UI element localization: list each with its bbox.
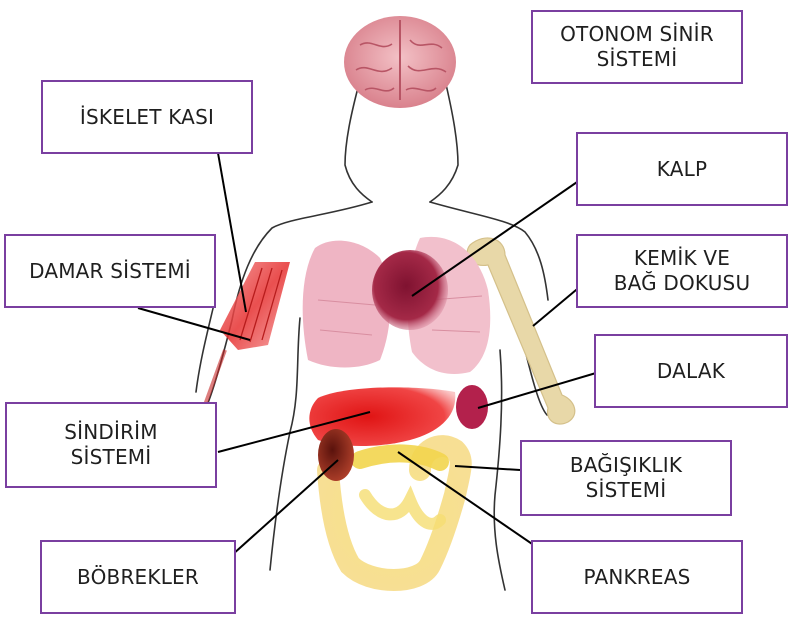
label-vascular-system-text: DAMAR SİSTEMİ — [29, 259, 191, 284]
label-vascular-system: DAMAR SİSTEMİ — [4, 234, 216, 308]
label-heart: KALP — [576, 132, 788, 206]
label-spleen: DALAK — [594, 334, 788, 408]
label-skeletal-muscle-text: İSKELET KASI — [80, 105, 214, 130]
label-kidneys: BÖBREKLER — [40, 540, 236, 614]
heart-illustration — [372, 250, 448, 330]
muscle-illustration — [205, 262, 290, 405]
label-heart-text: KALP — [657, 157, 707, 182]
brain-illustration — [344, 16, 456, 108]
label-digestive-system-text: SİNDİRİM SİSTEMİ — [64, 420, 158, 470]
label-digestive-system: SİNDİRİM SİSTEMİ — [5, 402, 217, 488]
label-autonomic-nervous-system-text: OTONOM SİNİR SİSTEMİ — [560, 22, 714, 72]
label-kidneys-text: BÖBREKLER — [77, 565, 199, 590]
label-bone-connective-tissue: KEMİK VE BAĞ DOKUSU — [576, 234, 788, 308]
label-immune-system-text: BAĞIŞIKLIK SİSTEMİ — [570, 453, 682, 503]
label-bone-connective-tissue-text: KEMİK VE BAĞ DOKUSU — [614, 246, 751, 296]
label-pancreas-text: PANKREAS — [583, 565, 690, 590]
label-pancreas: PANKREAS — [531, 540, 743, 614]
label-immune-system: BAĞIŞIKLIK SİSTEMİ — [520, 440, 732, 516]
label-autonomic-nervous-system: OTONOM SİNİR SİSTEMİ — [531, 10, 743, 84]
label-skeletal-muscle: İSKELET KASI — [41, 80, 253, 154]
label-spleen-text: DALAK — [657, 359, 725, 384]
